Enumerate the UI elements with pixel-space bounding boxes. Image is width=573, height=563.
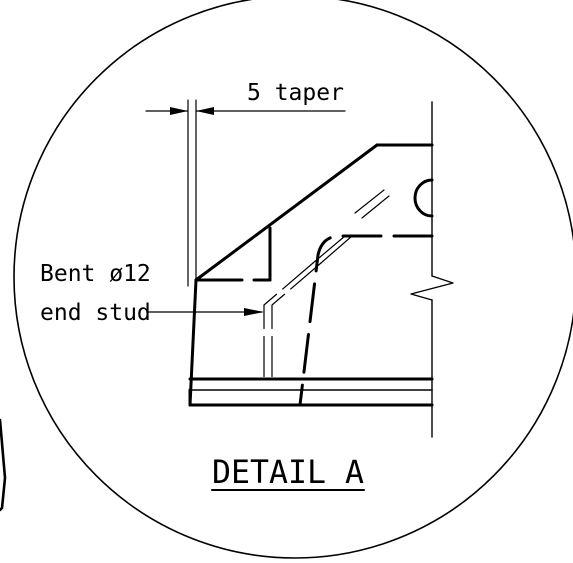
stud-leader-arrowhead: [244, 308, 264, 316]
detail-title: DETAIL A: [212, 453, 364, 491]
plate-end-edge: [188, 278, 198, 407]
dimension-arrowhead-right: [196, 107, 214, 115]
hidden-slot-outline: [298, 234, 434, 407]
stud-label-line-2: end stud: [40, 300, 151, 326]
bent-stud-line-b: [271, 262, 322, 381]
bent-stud-mid-line-a: [312, 235, 346, 264]
break-line: [410, 275, 454, 301]
bent-stud-mid-line-b: [320, 235, 353, 264]
tapered-plate-edge: [194, 143, 379, 282]
detail-boundary-circle: [13, 0, 573, 559]
stud-label-line-1: Bent ø12: [40, 261, 151, 287]
bent-stud-top-line-b: [361, 195, 390, 219]
web-cutout-arc: [413, 178, 434, 218]
bent-stud-line-a: [263, 262, 314, 381]
dimension-arrowhead-left: [170, 107, 188, 115]
taper-dimension-label: 5 taper: [247, 80, 344, 106]
bent-stud-top-line-a: [354, 189, 385, 214]
adjacent-view-fragment: [0, 418, 7, 512]
